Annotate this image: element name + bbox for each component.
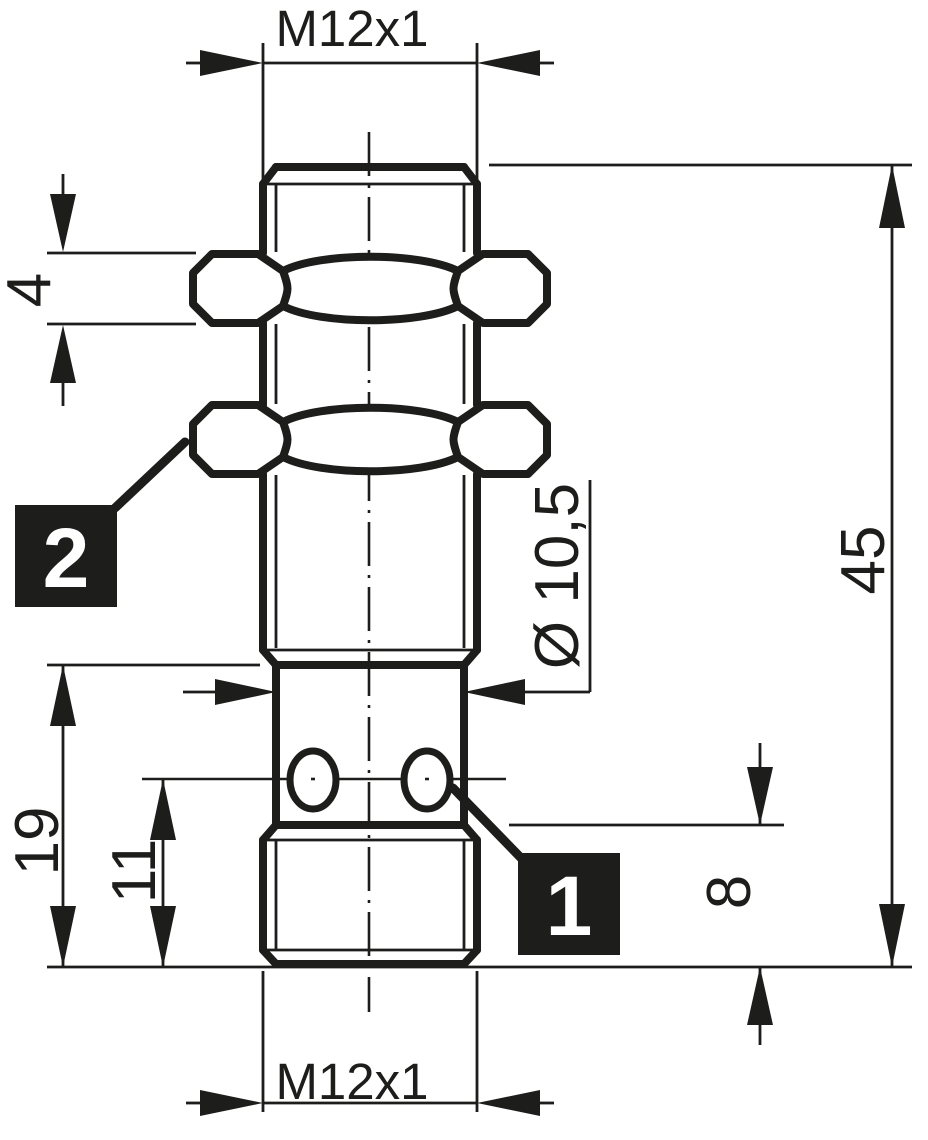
side-hole-right	[400, 747, 454, 813]
dim-label-hole-center: 11	[100, 839, 169, 903]
dim-label-total-length: 45	[829, 526, 898, 595]
arrow-right-icon	[200, 50, 263, 76]
dim-label-thread-top: M12x1	[275, 0, 428, 57]
barrel-between-nuts	[259, 319, 481, 409]
dim-label-nut-height: 4	[0, 273, 64, 307]
arrow-down-icon	[879, 904, 905, 967]
arrow-right-icon	[215, 679, 276, 705]
callout-2-leader	[110, 437, 190, 513]
hex-nuts	[189, 250, 551, 478]
top-thread-section	[259, 163, 481, 257]
arrow-up-icon	[879, 165, 905, 228]
body-thin-lines	[263, 182, 477, 952]
callout-1: 1	[448, 783, 620, 955]
dim-label-mid-diameter: Ø 10,5	[523, 483, 592, 669]
dim-label-lower-section-length: 19	[3, 807, 72, 876]
arrow-left-icon	[464, 679, 525, 705]
arrow-down-icon	[50, 194, 76, 252]
barrel-lower	[259, 470, 481, 669]
dim-label-thread-bottom: M12x1	[275, 1053, 428, 1110]
side-hole-left	[286, 747, 340, 813]
arrow-right-icon	[200, 1090, 263, 1116]
bottom-thread-section	[259, 821, 481, 968]
body-outline	[259, 163, 481, 968]
callout-2: 2	[15, 437, 190, 607]
arrow-up-icon	[50, 325, 76, 383]
callout-1-box	[518, 853, 620, 955]
arrow-left-icon	[477, 1090, 540, 1116]
callout-2-box	[15, 505, 117, 607]
arrow-down-icon	[150, 906, 176, 967]
arrow-down-icon	[747, 767, 773, 825]
arrow-up-icon	[150, 779, 176, 840]
arrow-up-icon	[50, 665, 76, 726]
hex-nut-upper	[189, 250, 551, 327]
arrow-left-icon	[477, 50, 540, 76]
dimension-arrowheads	[50, 50, 905, 1116]
side-holes	[286, 747, 454, 813]
arrow-down-icon	[50, 906, 76, 967]
callout-2-label: 2	[43, 511, 90, 605]
hex-nut-lower	[189, 401, 551, 478]
callout-1-leader	[448, 783, 528, 865]
arrow-up-icon	[747, 967, 773, 1025]
callout-1-label: 1	[546, 859, 593, 953]
dim-label-bottom-thread-length: 8	[695, 875, 764, 909]
